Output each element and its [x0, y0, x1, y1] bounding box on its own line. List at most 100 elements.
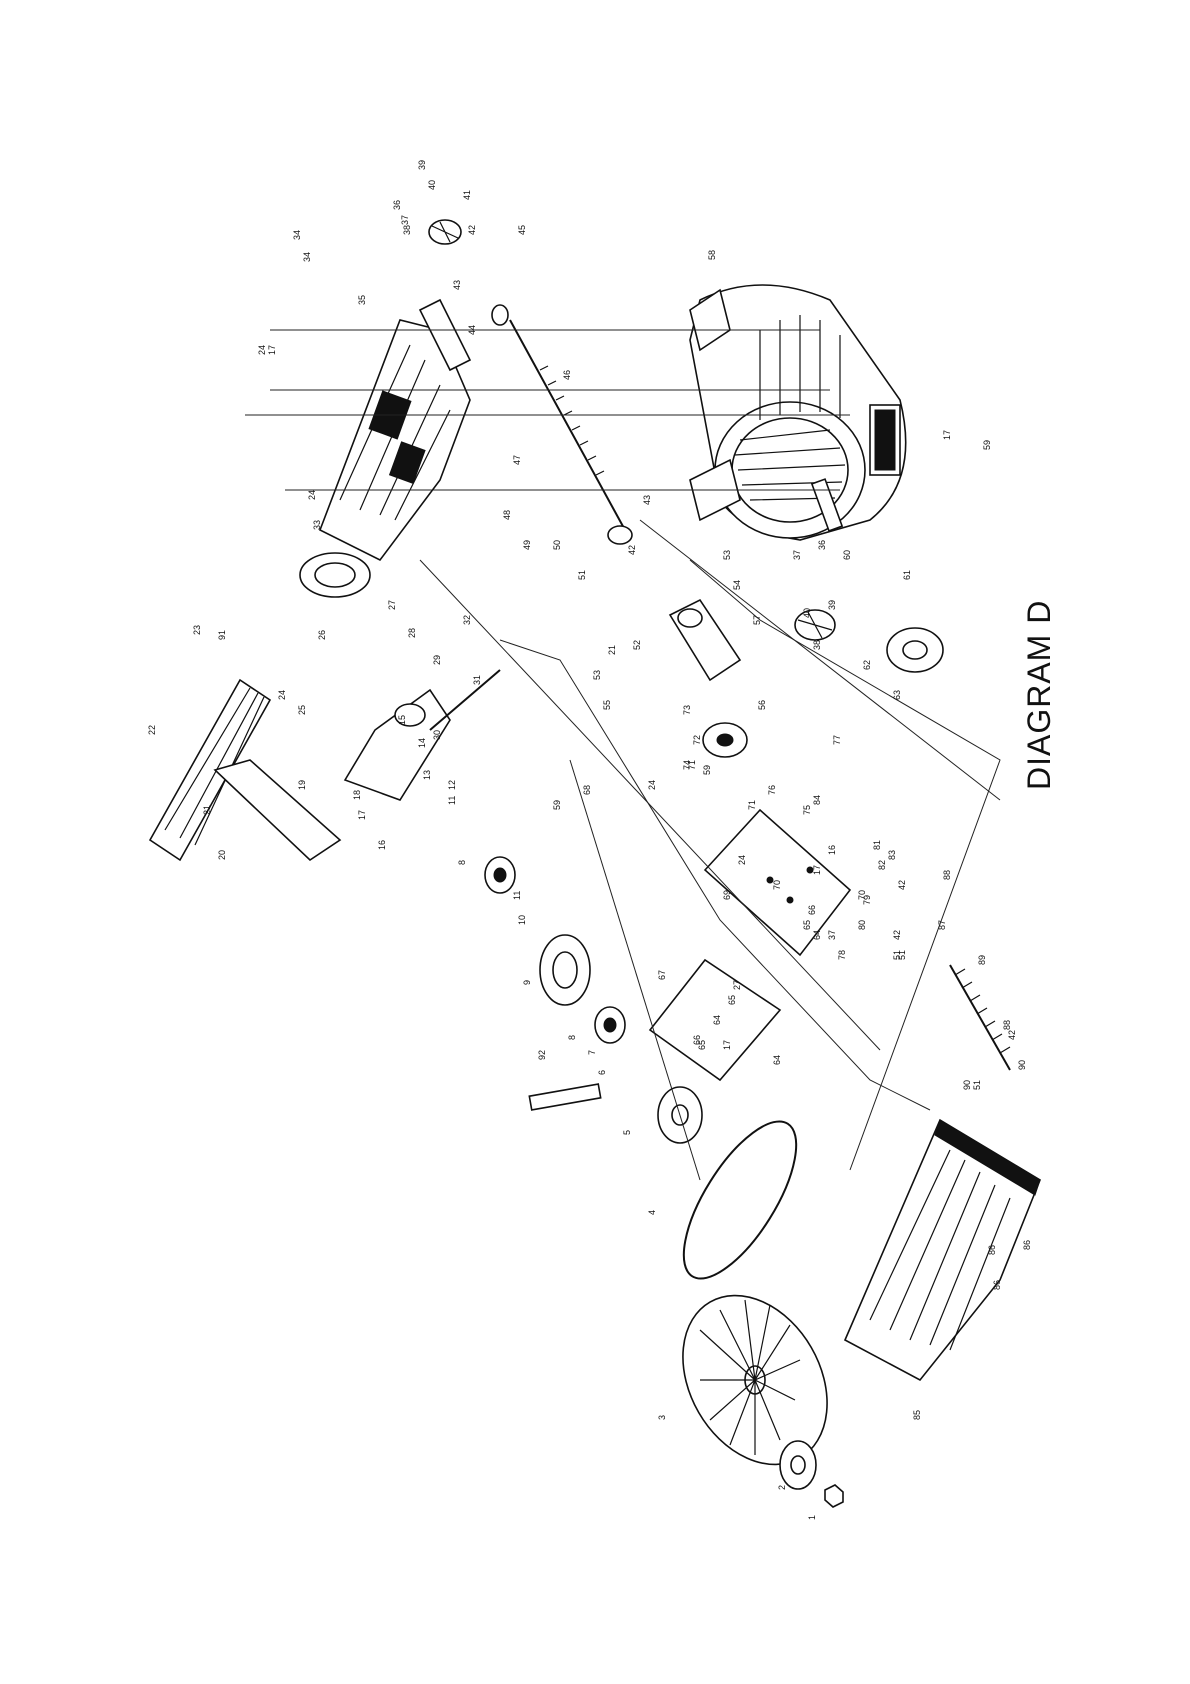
part-number-label: 7 [587, 1050, 597, 1055]
part-number-label: 30 [432, 730, 442, 740]
part-number-label: 39 [827, 600, 837, 610]
part-number-label: 59 [982, 440, 992, 450]
part-number-label: 49 [522, 540, 532, 550]
part-number-label: 47 [512, 455, 522, 465]
part-number-label: 53 [722, 550, 732, 560]
part-number-label: 89 [977, 955, 987, 965]
part-number-label: 9 [522, 980, 532, 985]
part-number-label: 71 [747, 800, 757, 810]
part-number-label: 88 [1002, 1020, 1012, 1030]
part-number-label: 18 [352, 790, 362, 800]
part-number-label: 53 [592, 670, 602, 680]
part-number-label: 43 [642, 495, 652, 505]
handwheel-top [428, 219, 462, 245]
part-number-label: 8 [567, 1035, 577, 1040]
part-number-label: 17 [267, 345, 277, 355]
part-number-label: 6 [597, 1070, 607, 1075]
part-number-label: 73 [682, 705, 692, 715]
part-number-label: 8 [457, 860, 467, 865]
part-number-label: 86 [992, 1280, 1002, 1290]
part-number-label: 54 [732, 580, 742, 590]
part-number-label: 65 [727, 995, 737, 1005]
part-number-label: 16 [827, 845, 837, 855]
part-number-label: 51 [897, 950, 907, 960]
part-number-label: 34 [292, 230, 302, 240]
part-number-label: 50 [552, 540, 562, 550]
spring [949, 964, 1011, 1071]
drive-belt [682, 1120, 798, 1280]
part-number-label: 64 [772, 1055, 782, 1065]
part-number-label: 65 [697, 1040, 707, 1050]
handwheel-mid [794, 609, 836, 641]
blade-flange [779, 1440, 817, 1490]
part-number-label: 83 [887, 850, 897, 860]
part-number-label: 36 [392, 200, 402, 210]
motor [689, 284, 907, 541]
part-number-label: 17 [812, 865, 822, 875]
part-number-label: 24 [307, 490, 317, 500]
part-number-label: 34 [302, 252, 312, 262]
part-number-label: 59 [552, 800, 562, 810]
part-number-label: 23 [192, 625, 202, 635]
part-number-label: 91 [217, 630, 227, 640]
part-number-label: 40 [427, 180, 437, 190]
part-number-label: 37 [792, 550, 802, 560]
part-number-label: 90 [962, 1080, 972, 1090]
part-number-label: 51 [972, 1080, 982, 1090]
part-number-label: 11 [512, 891, 522, 900]
part-number-label: 24 [737, 855, 747, 865]
lead-screw [491, 304, 633, 545]
diagram-title: DIAGRAM D [1021, 600, 1057, 790]
part-number-label: 79 [862, 895, 872, 905]
part-number-label: 62 [862, 660, 872, 670]
part-number-label: 82 [877, 860, 887, 870]
arbor-shaft [528, 1083, 602, 1111]
part-number-label: 36 [817, 540, 827, 550]
part-number-label: 42 [467, 225, 477, 235]
part-number-label: 72 [692, 735, 702, 745]
part-number-label: 37 [400, 215, 410, 225]
motor-pulley [886, 627, 944, 673]
part-number-label: 20 [217, 850, 227, 860]
part-number-label: 63 [892, 690, 902, 700]
part-number-label: 42 [892, 930, 902, 940]
part-number-label: 51 [577, 570, 587, 580]
part-number-label: 44 [467, 325, 477, 335]
part-number-label: 43 [452, 280, 462, 290]
bearing-upper [484, 856, 516, 894]
part-number-label: 75 [802, 805, 812, 815]
part-number-label: 65 [802, 920, 812, 930]
part-number-label: 32 [462, 615, 472, 625]
part-number-label: 59 [702, 765, 712, 775]
part-number-label: 16 [377, 840, 387, 850]
part-number-label: 27 [732, 980, 742, 990]
part-number-label: 17 [357, 810, 367, 820]
part-number-label: 28 [407, 628, 417, 638]
part-number-label: 45 [517, 225, 527, 235]
part-number-label: 17 [722, 1040, 732, 1050]
bevel-gear [702, 722, 748, 758]
part-number-label: 1 [807, 1515, 817, 1520]
part-number-label: 58 [707, 250, 717, 260]
part-number-label: 55 [602, 700, 612, 710]
part-number-label: 86 [1022, 1240, 1032, 1250]
part-number-label: 21 [202, 805, 212, 815]
part-number-label: 87 [937, 920, 947, 930]
part-number-label: 38 [402, 225, 412, 235]
part-number-label: 41 [462, 190, 472, 200]
part-number-label: 78 [837, 950, 847, 960]
part-number-label: 24 [257, 345, 267, 355]
part-number-label: 48 [502, 510, 512, 520]
part-number-label: 52 [632, 640, 642, 650]
arbor-housing [539, 934, 591, 1006]
part-number-label: 35 [357, 295, 367, 305]
link-bar [429, 669, 501, 731]
part-number-label: 12 [447, 780, 457, 790]
rip-fence-rail [148, 678, 342, 862]
part-number-label: 46 [562, 370, 572, 380]
part-number-label: 85 [912, 1410, 922, 1420]
part-number-label: 40 [802, 608, 812, 618]
